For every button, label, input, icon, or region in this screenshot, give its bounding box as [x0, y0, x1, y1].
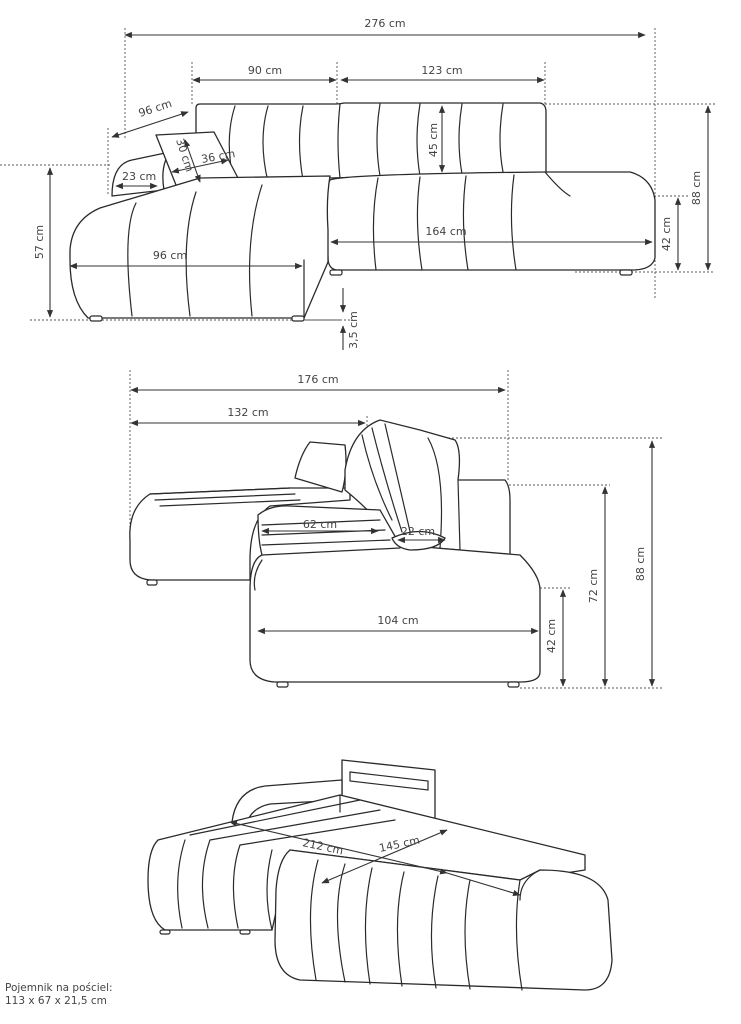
seat-height-label: 42 cm [660, 217, 673, 251]
storage-dimensions: 113 x 67 x 21,5 cm [5, 995, 107, 1007]
total-height-label: 88 cm [690, 171, 703, 205]
cushion-depth-label: 22 cm [401, 525, 435, 538]
bed-view: 212 cm 145 cm [147, 759, 613, 991]
side-total-height-label: 88 cm [634, 547, 647, 581]
backrest [195, 102, 547, 183]
left-chaise [69, 175, 331, 319]
front-view: 276 cm 90 cm 123 cm 96 cm 30 cm 36 cm 23… [0, 17, 715, 350]
leg-height-label: 3,5 cm [347, 311, 360, 349]
bed-seat [274, 849, 613, 991]
back-height-label: 72 cm [587, 569, 600, 603]
chaise-diag-label: 96 cm [137, 97, 174, 120]
side-view: 176 cm 132 cm 62 cm 22 cm 104 cm 42 cm 7… [129, 370, 662, 689]
cushion-height-label: 45 cm [427, 123, 440, 157]
pillow-width-label: 36 cm [200, 147, 236, 166]
back-right-label: 123 cm [421, 64, 462, 77]
total-depth-label: 176 cm [297, 373, 338, 386]
seat-width-label: 164 cm [425, 225, 466, 238]
back-left-label: 90 cm [248, 64, 282, 77]
chaise-width-label: 96 cm [153, 249, 187, 262]
armrest-width-label: 23 cm [122, 170, 156, 183]
storage-label: Pojemnik na pościel: [5, 982, 113, 994]
chaise-depth-label: 132 cm [227, 406, 268, 419]
seat-depth-label: 62 cm [303, 518, 337, 531]
chaise-height-label: 57 cm [33, 225, 46, 259]
side-seat-width-label: 104 cm [377, 614, 418, 627]
total-width-label: 276 cm [364, 17, 405, 30]
storage-note: Pojemnik na pościel: 113 x 67 x 21,5 cm [5, 982, 113, 1008]
side-seat-height-label: 42 cm [545, 619, 558, 653]
